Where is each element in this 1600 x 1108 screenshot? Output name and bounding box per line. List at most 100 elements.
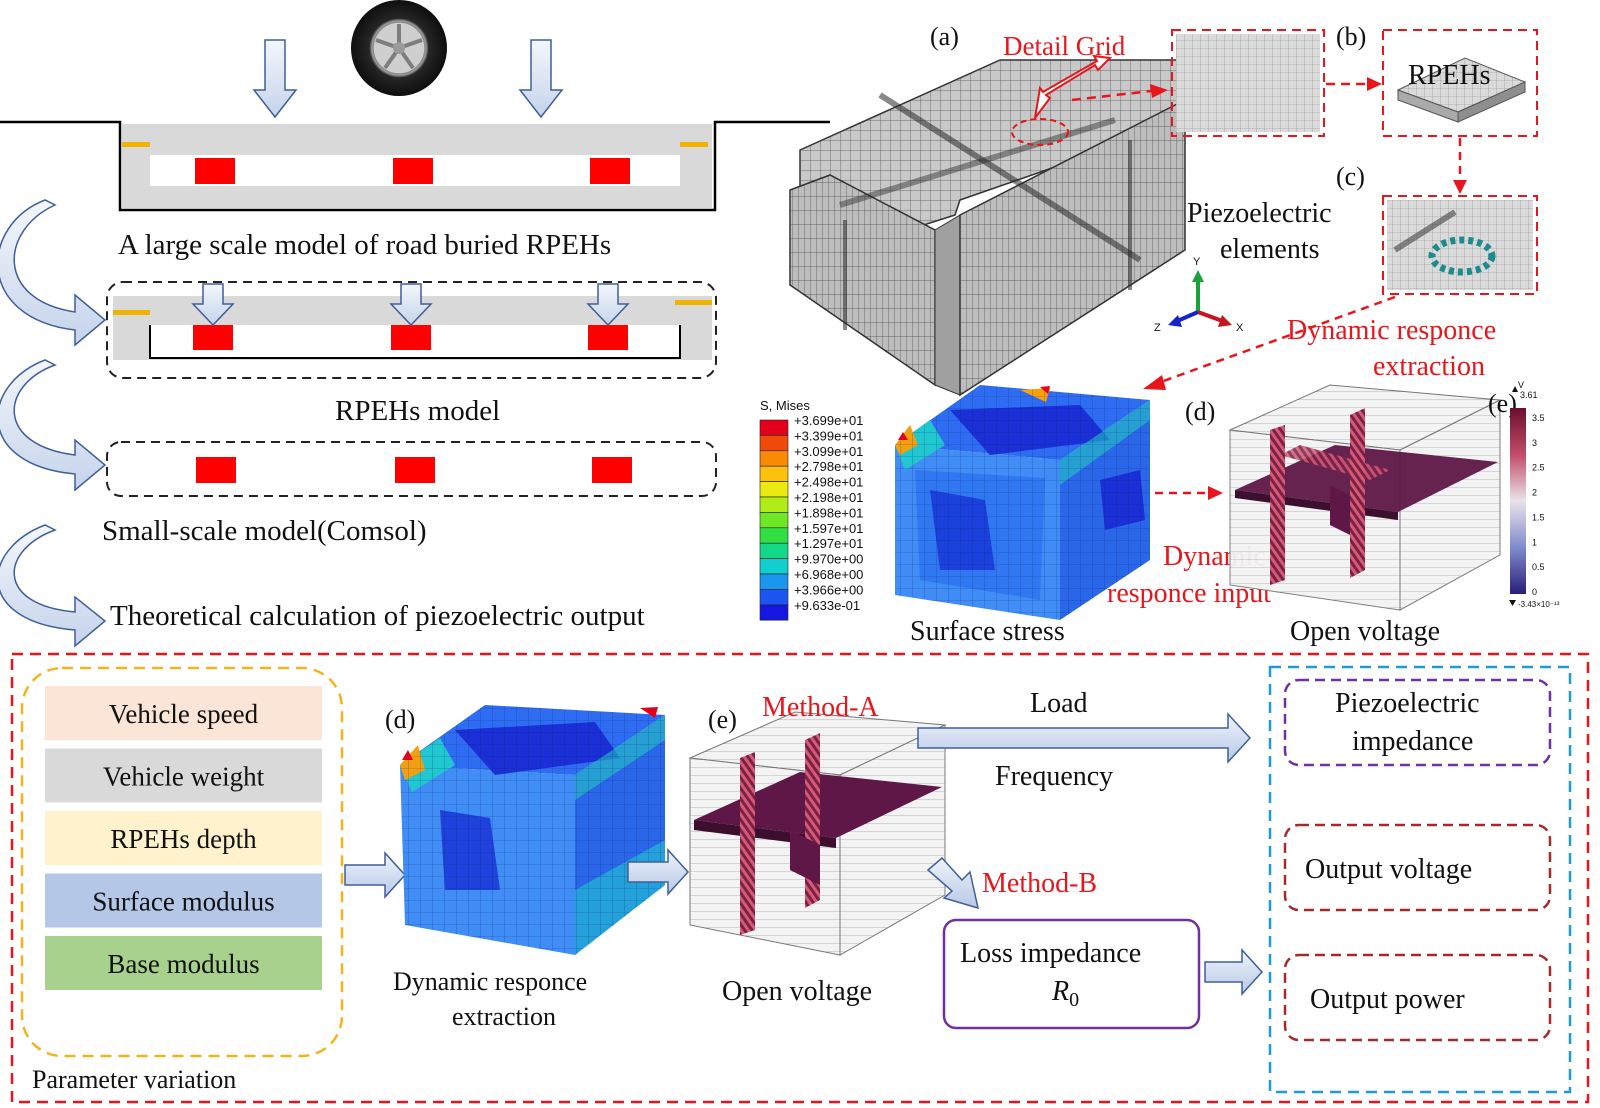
output-voltage-box [1283,823,1552,912]
legend-value: +3.699e+01 [794,413,863,428]
rpeh-element [195,158,235,184]
piezo-label: Piezoelectric [1187,198,1332,229]
legend-swatches [759,419,789,621]
svg-text:R0: R0 [1051,976,1079,1011]
voltage-cube-bottom [688,711,947,956]
flow-arrow [627,848,690,896]
voltage-cube [1228,384,1502,611]
stress-legend: S, Mises +3.699e+01+3.399e+01+3.099e+01+… [759,398,863,621]
load-arrow [518,39,564,119]
legend-swatch [759,435,789,452]
panel-label-b: (b) [1336,22,1366,51]
piezo-impedance-label: impedance [1352,726,1473,757]
stress-cube [895,385,1150,620]
parameter-label: Vehicle weight [103,762,265,792]
side-plate-right [680,142,708,147]
legend-value: +9.970e+00 [794,552,863,567]
axis-triad: Y Z X [1154,256,1244,334]
legend-swatch [759,512,789,529]
legend-swatch [759,481,789,498]
legend-swatch [759,558,789,575]
legend-swatch [759,527,789,544]
output-power-box [1283,953,1552,1042]
parameter-label: RPEHs depth [110,824,257,854]
panel-label-e-bottom: (e) [708,705,737,734]
load-arrow [191,283,235,327]
parameter-label: Surface modulus [92,887,274,917]
piezo-impedance-label: Piezoelectric [1335,688,1480,719]
legend-value: +2.198e+01 [794,490,863,505]
output-power-label: Output power [1310,984,1465,1015]
load-label: Load [1030,688,1088,719]
rpehs-box-label: RPEHs [1408,60,1490,91]
legend-swatch [759,450,789,467]
rpeh-element [588,325,628,350]
piezo-label: elements [1220,234,1320,265]
flow-arrow [1204,948,1264,996]
legend-value: +1.898e+01 [794,505,863,520]
theory-caption: Theoretical calculation of piezoelectric… [110,600,645,632]
method-b-label: Method-B [982,868,1097,899]
loss-impedance-label: Loss impedance [960,938,1141,969]
axis-y-label: Y [1193,256,1201,268]
legend-title: S, Mises [760,398,810,413]
rpeh-element [193,325,233,350]
rpeh-element [393,158,433,184]
voltage-unit: V [1518,380,1524,390]
curved-flow-arrow [0,359,107,492]
legend-value: +9.633e-01 [794,598,860,613]
method-b-arrow [926,856,980,910]
load-arrow [389,283,433,327]
zoom-grid-panel [1171,29,1325,137]
dyn-extract-label: Dynamic responce [1287,315,1496,346]
large-model-caption: A large scale model of road buried RPEHs [118,229,611,261]
flow-arrow [344,851,407,899]
small-model-box [106,441,717,497]
rpehs-block-panel: RPEHs [1382,29,1538,137]
piezo-elements-panel [1382,195,1538,295]
rpeh-element [592,457,632,483]
loss-impedance-symbol: R [1051,976,1069,1007]
voltage-tick: 2.5 [1532,463,1545,473]
voltage-tick: 0.5 [1532,562,1545,572]
curved-flow-arrow [0,199,107,347]
legend-swatch [759,589,789,606]
parameter-box [20,666,344,1058]
legend-swatch [759,496,789,513]
legend-swatch [759,419,789,436]
voltage-colorbar: V 3.61 3.532.521.510.50 -3.43×10⁻¹³ [1509,380,1560,609]
output-group-box [1268,665,1572,1094]
parameter-caption: Parameter variation [32,1065,236,1094]
piezo-impedance-box [1283,678,1552,767]
axis-z-label: Z [1154,322,1161,334]
legend-value: +3.099e+01 [794,444,863,459]
panel-label-a: (a) [930,22,959,51]
parameter-item [45,873,322,928]
legend-value: +3.966e+00 [794,582,863,597]
method-a-label: Method-A [762,692,879,723]
voltage-min: -3.43×10⁻¹³ [1518,600,1560,609]
rpeh-element [196,457,236,483]
voltage-tick: 2 [1532,488,1537,498]
voltage-ticks: 3.532.521.510.50 [1532,413,1545,597]
legend-value: +1.597e+01 [794,521,863,536]
rpeh-element [395,457,435,483]
frequency-label: Frequency [995,761,1113,792]
rpeh-element [590,158,630,184]
legend-value: +2.798e+01 [794,459,863,474]
rpehs-model-caption: RPEHs model [335,395,500,427]
open-voltage-caption: Open voltage [1290,616,1440,647]
parameter-item [45,811,322,865]
detail-grid-arrow [1034,54,1113,119]
workflow-frame [10,652,1590,1104]
axis-x-label: X [1236,322,1244,334]
side-plate-left [122,142,150,147]
loss-impedance-subscript: 0 [1069,989,1079,1011]
parameter-item [45,748,322,803]
legend-value: +2.498e+01 [794,475,863,490]
tire-image [351,0,447,96]
detail-grid-marker [1011,118,1069,146]
dashed-connector [1157,295,1396,385]
voltage-tick: 1.5 [1532,512,1545,522]
